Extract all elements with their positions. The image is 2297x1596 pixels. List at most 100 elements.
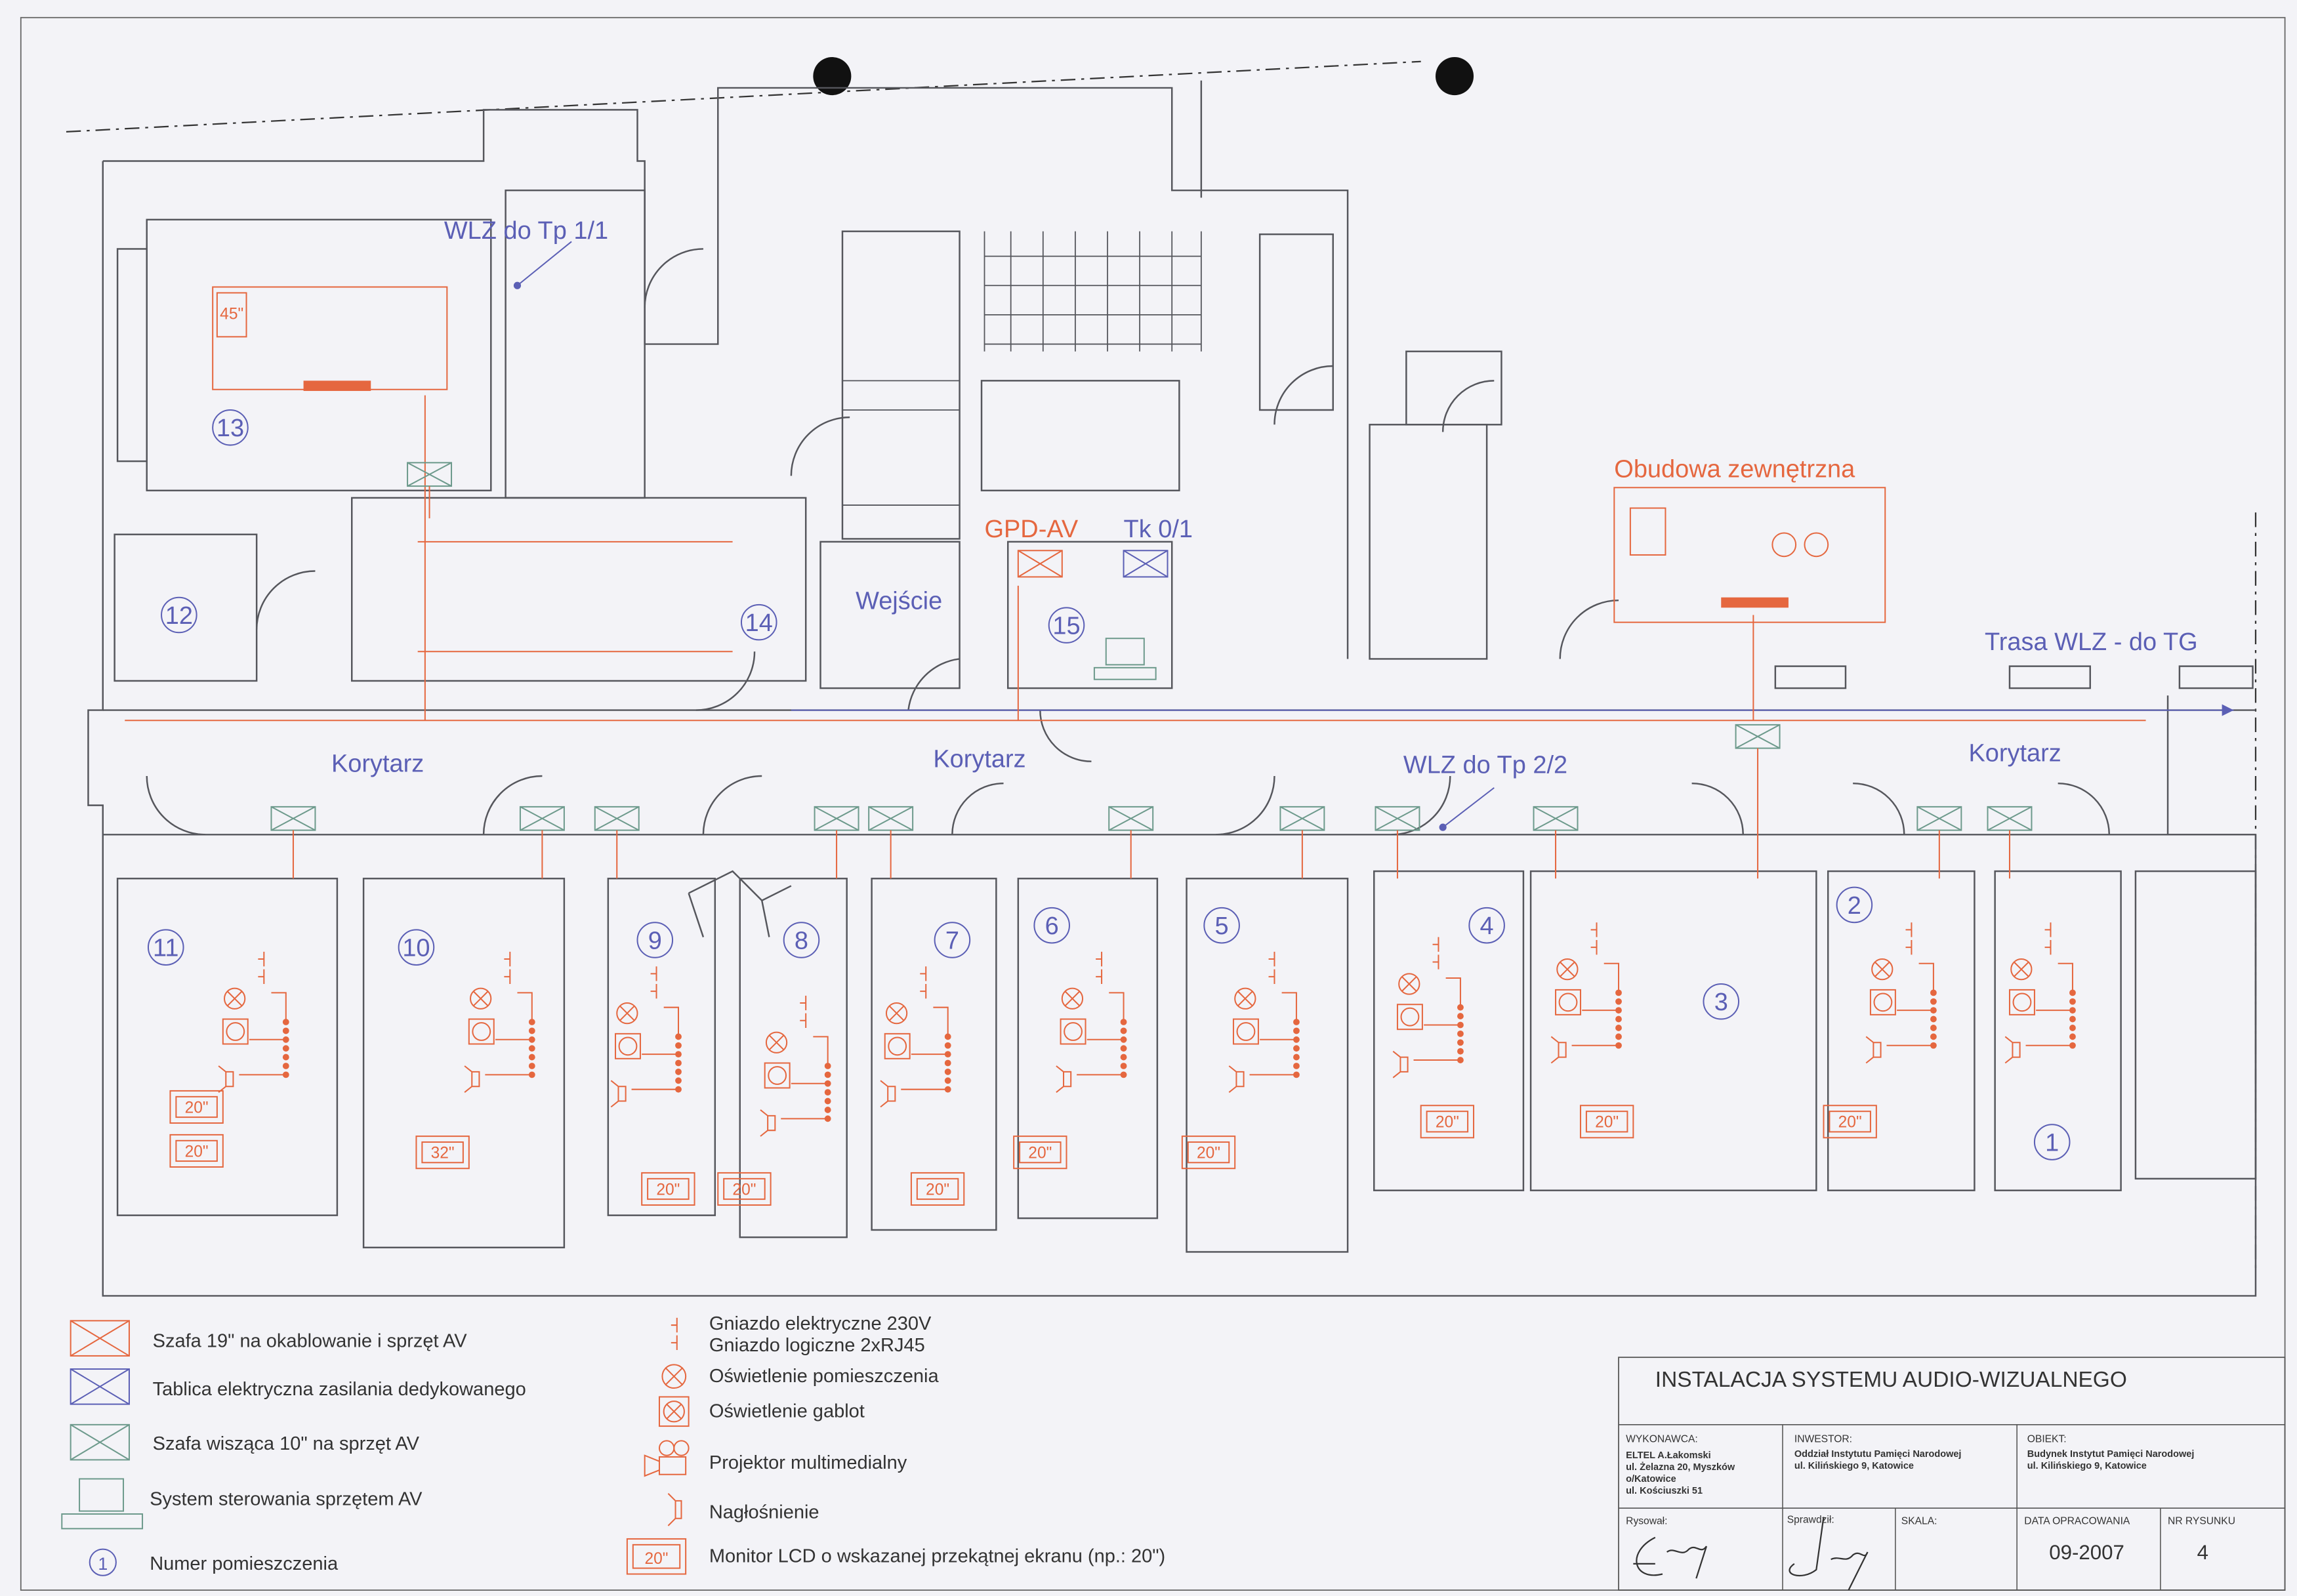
socket-icon [504,951,511,984]
socket-icon [800,995,807,1028]
wall-rack-10 [407,462,453,519]
display-light-icon [1869,989,1896,1015]
patch-port [824,1115,831,1122]
room-light-icon [224,987,246,1010]
legend-item-computer: System sterowania sprzętem AV [61,1478,423,1530]
display-light-icon [222,1018,249,1045]
patch-port [1930,1015,1937,1023]
patch-port [528,1045,535,1052]
room-light-icon [470,987,492,1010]
patch-port [282,1063,289,1069]
label-korytarz: Korytarz [1968,740,2061,767]
label-wlz-tp22: WLZ do Tp 2/2 [1403,752,1567,779]
patch-port [824,1089,831,1096]
patch-port [1615,1007,1622,1014]
room-number: 1 [2045,1129,2059,1156]
lcd-monitor-icon [910,1172,965,1206]
room-equipment [760,995,831,1137]
display-light-icon [1555,989,1581,1015]
room-12: 12 [161,596,197,634]
drawing-title: INSTALACJA SYSTEMU AUDIO-WIZUALNEGO [1655,1368,2127,1392]
display-light-icon [764,1062,791,1089]
patch-port [1120,1063,1127,1069]
room-number-badge [147,929,184,966]
wall-rack-10 [594,806,640,879]
label-wlz-tp11: WLZ do Tp 1/1 [444,217,608,245]
display-light-icon [2008,989,2035,1015]
patch-port [282,1045,289,1052]
room-14: 14 [740,604,777,641]
svg-text:SKALA:: SKALA: [1901,1516,1937,1527]
room-equipment [464,951,535,1093]
display-light-icon [1396,1004,1423,1031]
lcd-monitor-icon [415,1136,470,1170]
patch-port [944,1068,951,1075]
room-light-icon [1398,973,1420,995]
room-3: 320" [1550,922,1740,1139]
patch-port [1120,1027,1127,1034]
room-number: 15 [1052,613,1080,640]
patch-port [944,1042,951,1049]
patch-port [1615,1015,1622,1023]
room-7: 720" [880,922,971,1206]
patch-port [282,1054,289,1061]
room-number-badge [161,596,197,634]
signature [1633,1536,1707,1579]
room-light-icon [616,1002,638,1025]
room-number: 12 [165,602,193,630]
svg-text:DATA OPRACOWANIA: DATA OPRACOWANIA [2024,1516,2130,1527]
display-light-icon [1232,1018,1259,1045]
legend-item-rack-19: Szafa 19" na okablowanie i sprzęt AV [70,1320,467,1357]
room-number: 2 [1848,892,1861,920]
socket-icon [1590,922,1598,955]
display-light-icon [615,1033,641,1059]
room-equipment [880,966,951,1108]
room-15: 15 [1048,607,1085,644]
patch-port [675,1068,682,1075]
lcd-monitor-icon [717,1172,772,1206]
punch-hole [1435,57,1474,96]
patch-port [824,1097,831,1105]
patch-port [824,1107,831,1113]
power-route [513,241,2234,831]
svg-text:Gniazdo logiczne 2xRJ45: Gniazdo logiczne 2xRJ45 [709,1335,925,1356]
label-tk01: Tk 0/1 [1124,516,1193,543]
patch-port [675,1059,682,1067]
room-number-badge [1048,607,1085,644]
speaker-icon [610,1080,627,1108]
room-equipment [1228,951,1300,1093]
svg-text:Projektor multimedialny: Projektor multimedialny [709,1452,907,1473]
patch-port [2069,1033,2076,1040]
speaker-icon [2004,1036,2021,1064]
svg-text:System sterowania sprzętem AV: System sterowania sprzętem AV [150,1489,423,1510]
signature [1789,1517,1869,1591]
room-equipment [2004,922,2076,1064]
patch-port [1615,998,1622,1005]
power-panel-tk01 [1123,550,1169,578]
external-enclosure [1613,487,1886,623]
speaker-icon [1228,1065,1245,1093]
room-number-badge [1203,907,1240,944]
wall-rack-10 [1279,806,1325,879]
av-cable-route [125,395,2146,722]
wall-rack-10 [1987,806,2033,879]
socket-icon [920,966,927,999]
monitor-size-label: 20" [732,1181,756,1198]
wall-rack-10 [814,806,859,879]
room-number: 6 [1045,912,1059,940]
speaker-icon [880,1080,896,1108]
room-8: 820" [717,922,831,1206]
monitor-size-label: 20" [185,1143,209,1160]
socket-icon [1268,951,1275,984]
patch-port [1930,1025,1937,1031]
legend-item-room-light: Oświetlenie pomieszczenia [661,1364,940,1389]
svg-text:Oświetlenie gablot: Oświetlenie gablot [709,1401,865,1422]
room-light-icon [1871,958,1893,981]
svg-text:Budynek Instytut Pamięci Narod: Budynek Instytut Pamięci Narodowej [2027,1449,2195,1460]
room-number-badge [783,922,820,958]
svg-text:Gniazdo elektryczne 230V: Gniazdo elektryczne 230V [709,1313,932,1334]
av-control-computer [1093,638,1157,680]
patch-port [824,1080,831,1087]
patch-port [282,1027,289,1034]
wall-rack-10 [519,806,565,879]
